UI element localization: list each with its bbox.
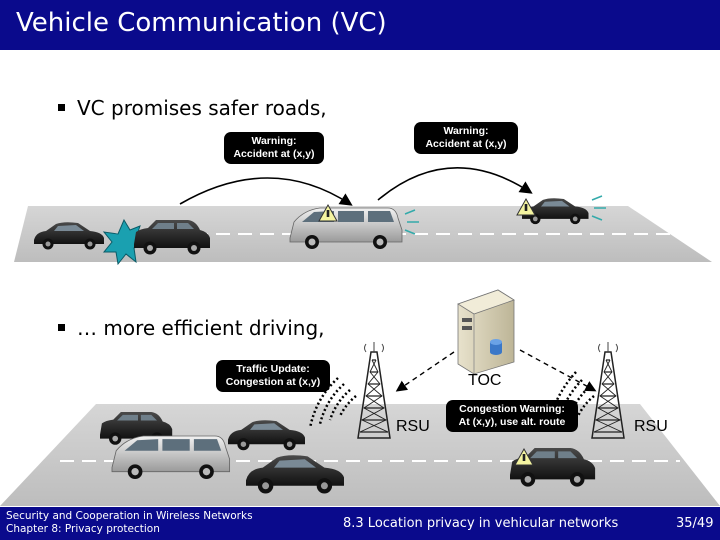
title-bar bbox=[0, 0, 720, 50]
toc-to-rsu-left-arrow bbox=[395, 351, 455, 392]
toc-to-rsu-right-arrow bbox=[519, 349, 597, 392]
slide-title: Vehicle Communication (VC) bbox=[16, 8, 387, 38]
crash-burst-icon bbox=[102, 218, 148, 266]
v2v-arrow-left bbox=[179, 177, 353, 206]
rsu-left-radio-waves bbox=[308, 377, 357, 429]
bullet-text: … more efficient driving, bbox=[77, 316, 325, 340]
toc-label: TOC bbox=[468, 372, 502, 389]
bubble-line: Congestion Warning: bbox=[459, 403, 565, 415]
warning-bubble-left: Warning: Accident at (x,y) bbox=[224, 132, 324, 164]
warning-bubble-right: Warning: Accident at (x,y) bbox=[414, 122, 518, 154]
bullet-marker bbox=[58, 104, 65, 111]
congestion-warning-bubble: Congestion Warning: At (x,y), use alt. r… bbox=[446, 400, 578, 432]
footer-course-line: Chapter 8: Privacy protection bbox=[6, 523, 160, 535]
bullet-marker bbox=[58, 324, 65, 331]
traffic-update-bubble: Traffic Update: Congestion at (x,y) bbox=[216, 360, 330, 392]
bubble-line: Congestion at (x,y) bbox=[225, 376, 321, 388]
bubble-line: Traffic Update: bbox=[236, 363, 310, 375]
bubble-line: At (x,y), use alt. route bbox=[458, 416, 566, 428]
bullet-efficient-driving: … more efficient driving, bbox=[58, 316, 325, 340]
car-ahead-signal-icon bbox=[591, 195, 606, 221]
bullet-text: VC promises safer roads, bbox=[77, 96, 327, 120]
v2v-arrow-right bbox=[377, 167, 533, 201]
footer-section: 8.3 Location privacy in vehicular networ… bbox=[343, 516, 619, 531]
rsu-left-label: RSU bbox=[396, 418, 430, 435]
footer-bar bbox=[0, 507, 720, 540]
bubble-line: Warning: bbox=[251, 135, 297, 147]
footer-course: Security and Cooperation in Wireless Net… bbox=[6, 510, 253, 536]
bubble-line: Accident at (x,y) bbox=[233, 148, 315, 160]
bubble-line: Accident at (x,y) bbox=[425, 138, 507, 150]
van-signal-icon bbox=[404, 209, 419, 235]
toc-server-icon bbox=[457, 289, 515, 375]
page-number: 35/49 bbox=[676, 516, 714, 531]
bottom-road bbox=[0, 404, 720, 506]
bullet-safer-roads: VC promises safer roads, bbox=[58, 96, 327, 120]
footer-course-line: Security and Cooperation in Wireless Net… bbox=[6, 510, 253, 522]
rsu-right-label: RSU bbox=[634, 418, 668, 435]
bubble-line: Warning: bbox=[443, 125, 489, 137]
